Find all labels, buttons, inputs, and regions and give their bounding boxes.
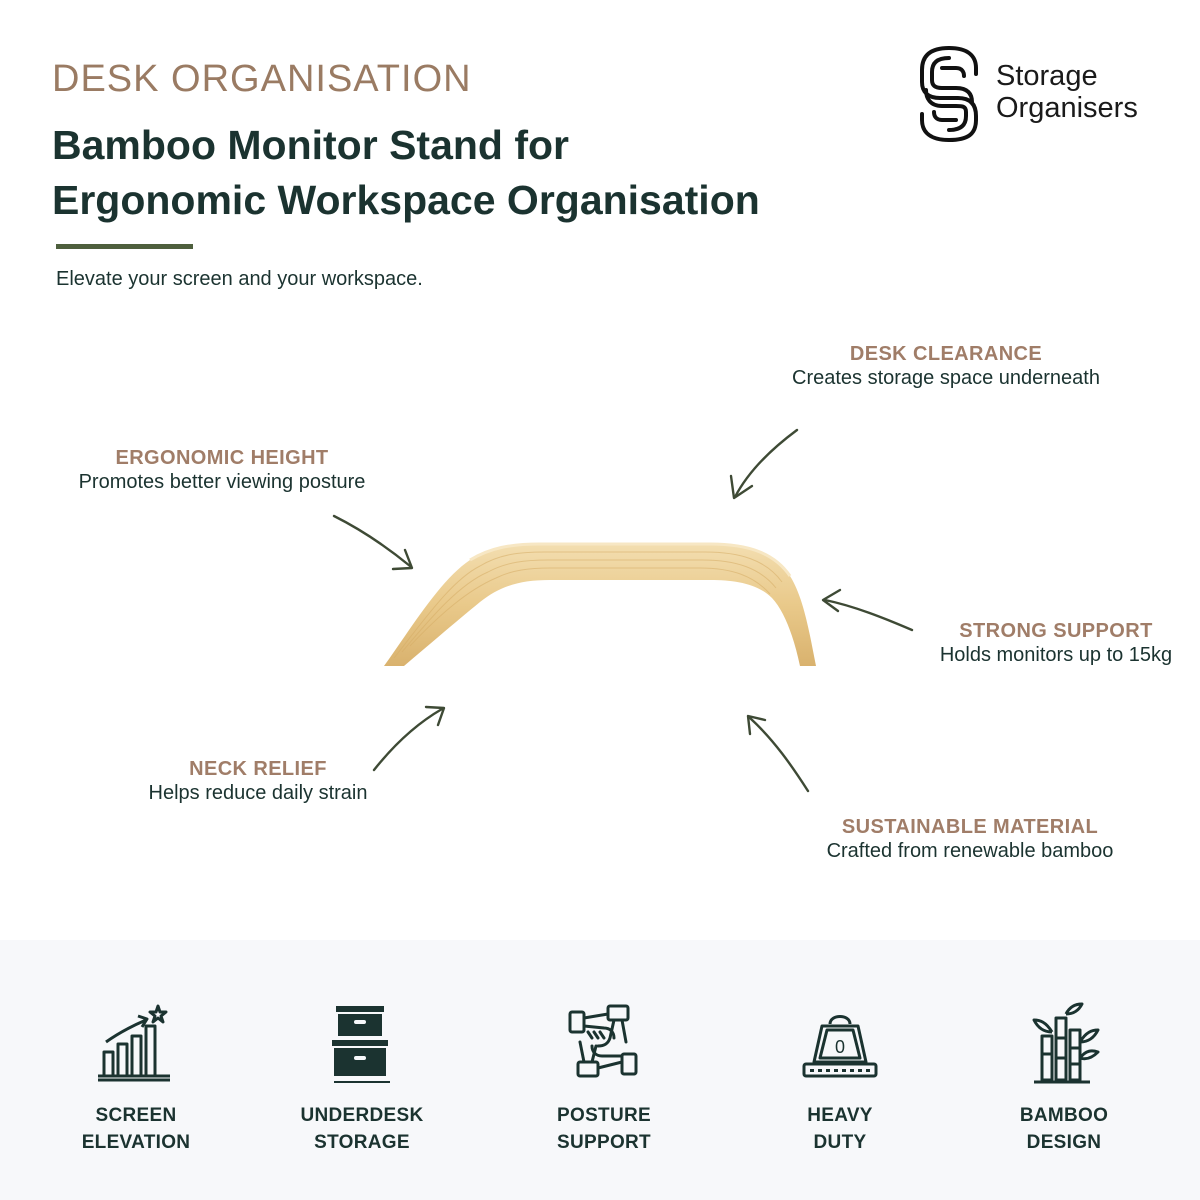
category-eyebrow: DESK ORGANISATION	[52, 58, 472, 100]
arrow-sustainable-material-icon	[746, 714, 810, 793]
feature-label-line-2: ELEVATION	[81, 1132, 191, 1153]
brand-name-line-2: Organisers	[996, 92, 1138, 124]
title-underline	[56, 244, 193, 249]
feature-bamboo-design: BAMBOO DESIGN	[964, 940, 1164, 1200]
joined-hands-icon	[568, 1004, 638, 1078]
interlocking-s-logo-icon	[920, 46, 978, 142]
feature-underdesk-storage: UNDERDESK STORAGE	[262, 940, 462, 1200]
page-title: Bamboo Monitor Stand for Ergonomic Works…	[52, 118, 912, 228]
feature-posture-support: POSTURE SUPPORT	[504, 940, 704, 1200]
bamboo-monitor-stand-image	[384, 542, 816, 666]
brand-name-line-1: Storage	[996, 60, 1098, 92]
page-title-line-1: Bamboo Monitor Stand for	[52, 122, 570, 168]
storage-boxes-icon	[332, 1006, 390, 1083]
weight-icon: 0	[802, 1015, 878, 1078]
callout-description: Creates storage space underneath	[792, 367, 1100, 389]
arrow-strong-support-icon	[821, 588, 914, 632]
callout-heading: ERGONOMIC HEIGHT	[115, 447, 329, 469]
page-title-line-2: Ergonomic Workspace Organisation	[52, 177, 760, 223]
feature-heavy-duty: 0 HEAVY DUTY	[740, 940, 940, 1200]
feature-label-line-1: HEAVY	[807, 1105, 873, 1126]
callout-heading: DESK CLEARANCE	[849, 343, 1043, 365]
callout-neck-relief: NECK RELIEF Helps reduce daily strain	[110, 757, 406, 805]
brand-logo: Storage Organisers	[916, 44, 1176, 144]
svg-text:0: 0	[835, 1037, 845, 1057]
callout-ergonomic-height: ERGONOMIC HEIGHT Promotes better viewing…	[40, 446, 404, 494]
callout-heading: SUSTAINABLE MATERIAL	[841, 816, 1099, 838]
feature-label: HEAVY DUTY	[740, 1102, 940, 1156]
feature-label-line-2: SUPPORT	[557, 1132, 651, 1153]
brand-name: Storage Organisers	[996, 60, 1138, 124]
callout-description: Promotes better viewing posture	[78, 471, 366, 493]
callout-description: Crafted from renewable bamboo	[826, 840, 1114, 862]
feature-label: POSTURE SUPPORT	[504, 1102, 704, 1156]
rising-bar-chart-icon	[98, 1004, 170, 1082]
features-bar: SCREEN ELEVATION UNDERDESK STORAGE	[0, 940, 1200, 1200]
feature-label: BAMBOO DESIGN	[964, 1102, 1164, 1156]
feature-label-line-1: UNDERDESK	[300, 1105, 424, 1126]
subtitle: Elevate your screen and your workspace.	[56, 268, 423, 290]
callout-sustainable-material: SUSTAINABLE MATERIAL Crafted from renewa…	[790, 815, 1150, 863]
feature-label-line-1: SCREEN	[95, 1105, 177, 1126]
feature-label-line-1: BAMBOO	[1019, 1105, 1109, 1126]
feature-label-line-2: STORAGE	[314, 1132, 410, 1153]
callout-heading: STRONG SUPPORT	[959, 620, 1153, 642]
callout-description: Holds monitors up to 15kg	[939, 644, 1173, 666]
callout-description: Helps reduce daily strain	[148, 782, 368, 804]
callout-strong-support: STRONG SUPPORT Holds monitors up to 15kg	[916, 619, 1196, 667]
feature-screen-elevation: SCREEN ELEVATION	[36, 940, 236, 1200]
arrow-desk-clearance-icon	[729, 428, 799, 500]
feature-label-line-2: DESIGN	[1026, 1132, 1102, 1153]
feature-label: UNDERDESK STORAGE	[262, 1102, 462, 1156]
feature-label-line-2: DUTY	[813, 1132, 867, 1153]
feature-label: SCREEN ELEVATION	[36, 1102, 236, 1156]
callout-heading: NECK RELIEF	[189, 758, 327, 780]
callout-desk-clearance: DESK CLEARANCE Creates storage space und…	[760, 342, 1132, 390]
feature-label-line-1: POSTURE	[557, 1105, 651, 1126]
bamboo-icon	[1032, 1002, 1100, 1084]
